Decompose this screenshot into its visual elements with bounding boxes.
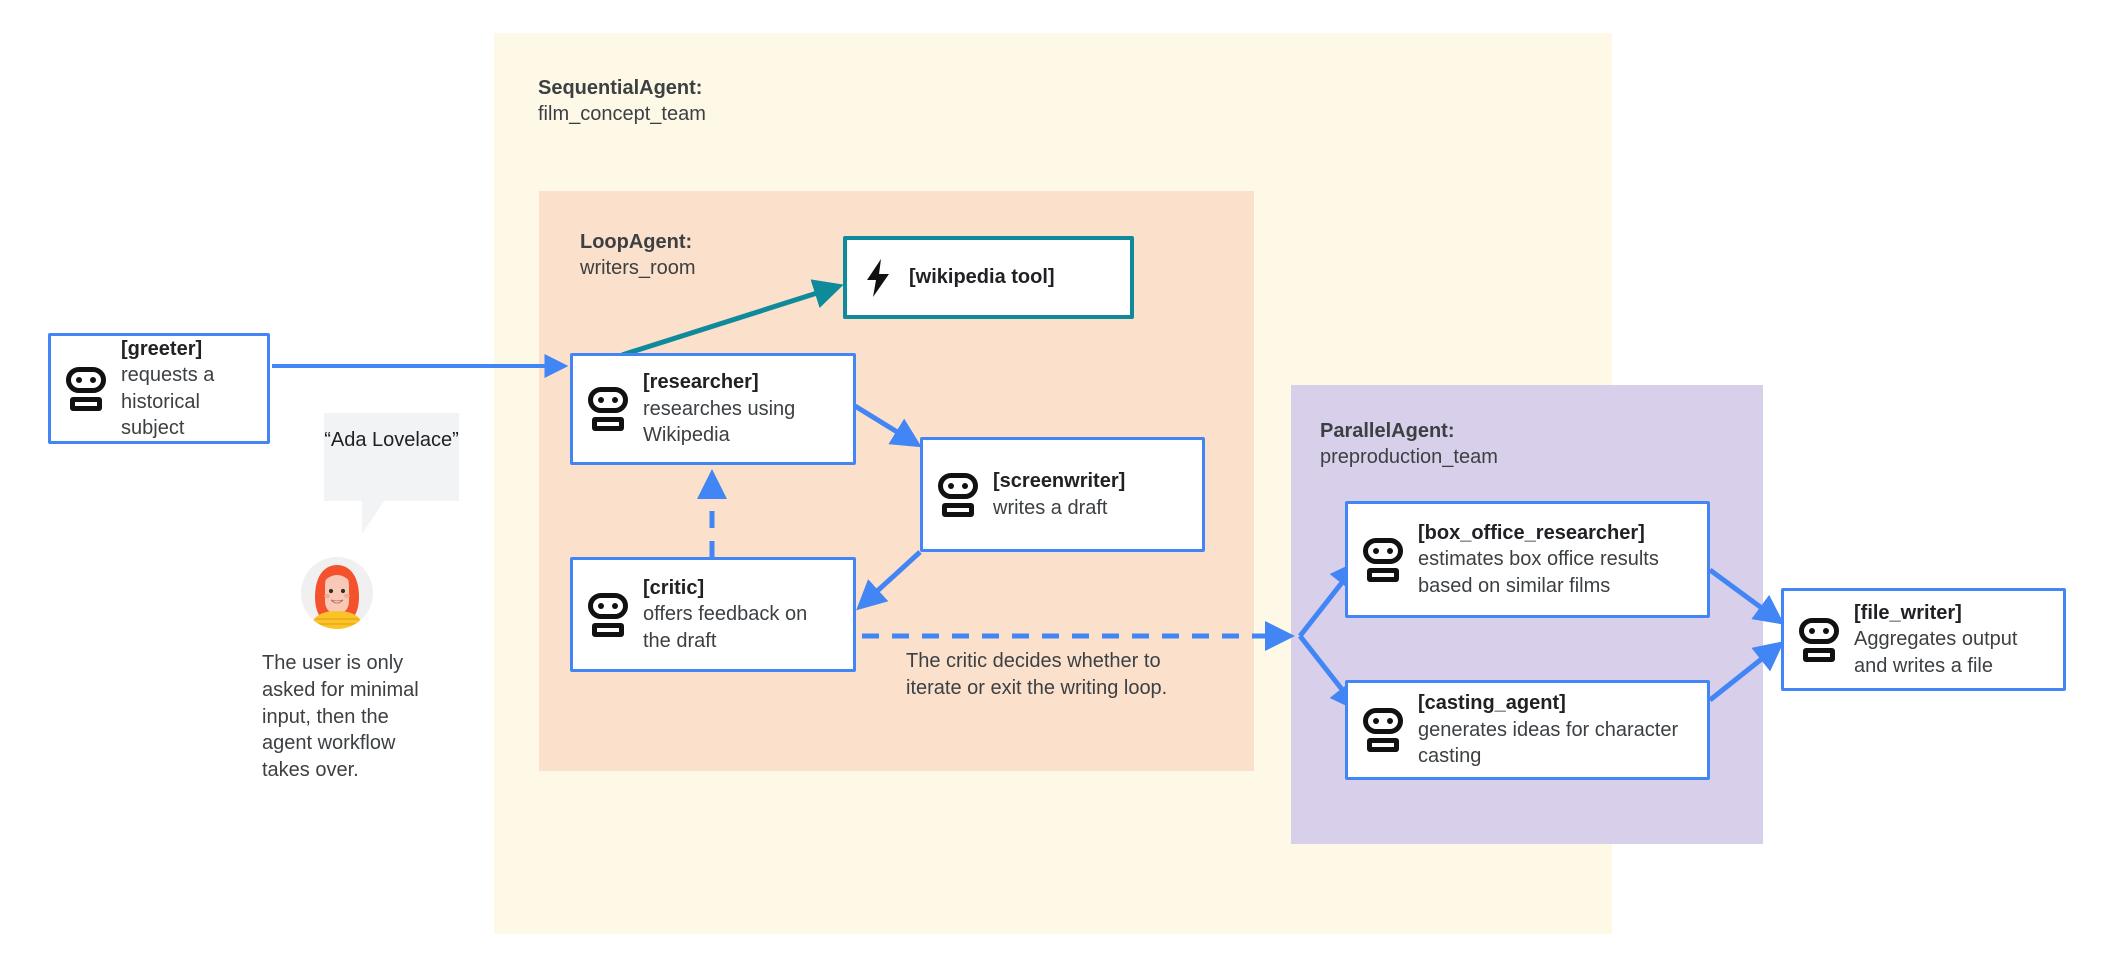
node-researcher-desc: researches using Wikipedia xyxy=(643,397,796,447)
node-screenwriter-name: [screenwriter] xyxy=(993,470,1126,493)
node-researcher[interactable]: [researcher] researches using Wikipedia xyxy=(570,353,856,465)
robot-icon xyxy=(587,592,629,637)
parallel-agent-type: ParallelAgent: xyxy=(1320,420,1455,442)
node-file-writer-desc: Aggregates output and writes a file xyxy=(1854,628,2018,677)
robot-icon xyxy=(1798,617,1840,662)
node-screenwriter[interactable]: [screenwriter] writes a draft xyxy=(920,437,1205,552)
node-critic-desc: offers feedback on the draft xyxy=(643,603,808,652)
node-file-writer-name: [file_writer] xyxy=(1854,601,1962,624)
node-critic-name: [critic] xyxy=(643,576,705,599)
user-caption: The user is only asked for minimal input… xyxy=(262,652,419,782)
speech-bubble-text: “Ada Lovelace” xyxy=(324,429,459,451)
robot-icon xyxy=(65,366,107,411)
sequential-agent-name: film_concept_team xyxy=(538,103,706,126)
user-avatar xyxy=(301,557,373,629)
lightning-bolt-icon xyxy=(861,256,895,300)
node-file-writer[interactable]: [file_writer] Aggregates output and writ… xyxy=(1781,588,2066,691)
sequential-agent-type: SequentialAgent: xyxy=(538,77,703,99)
node-greeter-name: [greeter] xyxy=(121,337,203,360)
parallel-agent-name: preproduction_team xyxy=(1320,446,1498,469)
sequential-agent-label: SequentialAgent: film_concept_team xyxy=(538,75,706,128)
loop-agent-name: writers_room xyxy=(580,257,696,280)
node-screenwriter-desc: writes a draft xyxy=(993,496,1108,519)
node-box-office-researcher[interactable]: [box_office_researcher] estimates box of… xyxy=(1345,501,1710,618)
robot-icon xyxy=(937,472,979,517)
node-researcher-name: [researcher] xyxy=(643,371,759,394)
parallel-agent-label: ParallelAgent: preproduction_team xyxy=(1320,418,1498,471)
speech-bubble: “Ada Lovelace” xyxy=(324,413,459,534)
node-greeter[interactable]: [greeter] requests a historical subject xyxy=(48,333,270,444)
node-casting-agent[interactable]: [casting_agent] generates ideas for char… xyxy=(1345,680,1710,780)
node-greeter-desc: requests a historical subject xyxy=(121,364,215,439)
loop-decision-annotation: The critic decides whether to iterate or… xyxy=(906,650,1168,699)
robot-icon xyxy=(1362,708,1404,752)
node-box-office-researcher-name: [box_office_researcher] xyxy=(1418,521,1645,544)
loop-agent-label: LoopAgent: writers_room xyxy=(580,229,696,282)
robot-icon xyxy=(1362,537,1404,582)
node-box-office-researcher-desc: estimates box office results based on si… xyxy=(1418,548,1659,597)
loop-agent-type: LoopAgent: xyxy=(580,231,693,253)
node-casting-agent-name: [casting_agent] xyxy=(1418,692,1566,715)
robot-icon xyxy=(587,387,629,431)
node-casting-agent-desc: generates ideas for character casting xyxy=(1418,718,1679,768)
speech-bubble-tail xyxy=(362,501,384,534)
node-wikipedia-tool-name: [wikipedia tool] xyxy=(909,266,1055,289)
node-critic[interactable]: [critic] offers feedback on the draft xyxy=(570,557,856,672)
node-wikipedia-tool[interactable]: [wikipedia tool] xyxy=(843,236,1134,319)
